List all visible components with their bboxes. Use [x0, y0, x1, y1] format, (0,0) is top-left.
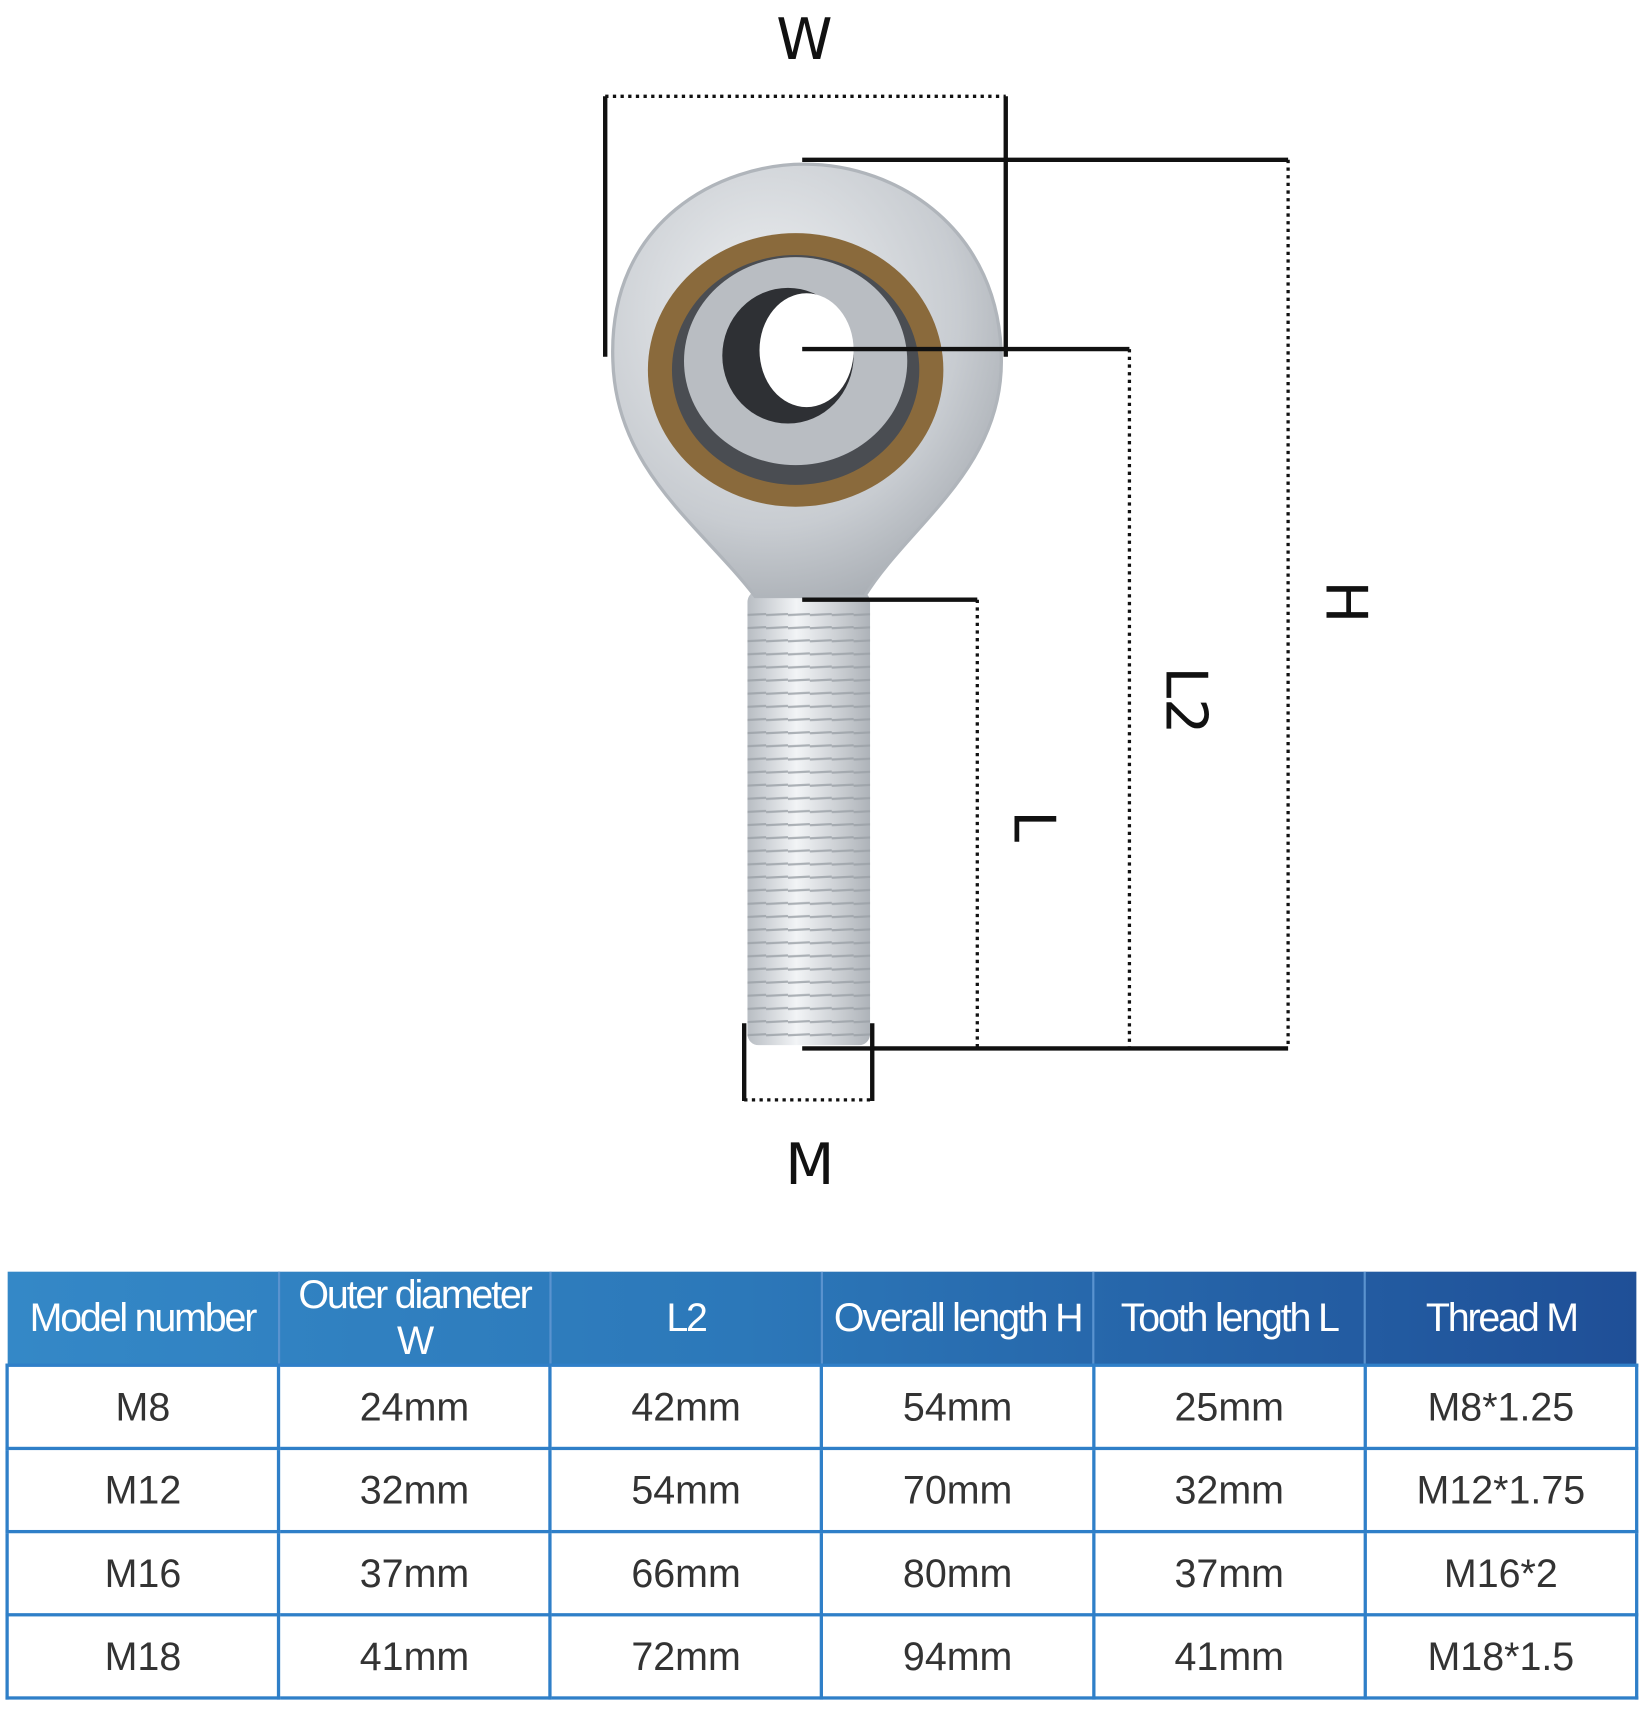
table-row: M12 32mm 54mm 70mm 32mm M12*1.75 — [5, 1446, 1639, 1534]
cell-m: M8*1.25 — [1363, 1363, 1639, 1451]
table-row: M18 41mm 72mm 94mm 41mm M18*1.5 — [5, 1613, 1639, 1700]
label-l: L — [1001, 810, 1067, 842]
specification-table: Model number Outer diameter W L2 Overall… — [5, 1271, 1639, 1700]
cell-l2: 42mm — [548, 1363, 824, 1451]
cell-l2: 72mm — [548, 1613, 824, 1700]
cell-w: 32mm — [277, 1446, 552, 1534]
header-outer-diameter: Outer diameter W — [278, 1271, 552, 1366]
cell-l: 37mm — [1091, 1529, 1367, 1617]
cell-m: M16*2 — [1363, 1529, 1639, 1617]
cell-l: 41mm — [1091, 1613, 1367, 1700]
cell-l: 25mm — [1091, 1363, 1367, 1451]
header-tooth-length: Tooth length L — [1093, 1271, 1367, 1366]
header-model-number: Model number — [7, 1271, 280, 1366]
cell-h: 80mm — [820, 1529, 1096, 1617]
label-l2: L2 — [1153, 666, 1219, 734]
header-overall-length: Overall length H — [821, 1271, 1095, 1366]
cell-m: M12*1.75 — [1363, 1446, 1639, 1534]
label-m: M — [785, 1132, 834, 1198]
cell-model: M16 — [5, 1529, 281, 1617]
table-row: M16 37mm 66mm 80mm 37mm M16*2 — [5, 1529, 1639, 1617]
header-thread: Thread M — [1425, 1294, 1579, 1340]
cell-model: M12 — [5, 1446, 281, 1534]
rod-end-bearing-image — [611, 162, 1004, 1046]
table-row: M8 24mm 42mm 54mm 25mm M8*1.25 — [5, 1363, 1639, 1451]
cell-model: M8 — [5, 1363, 281, 1451]
cell-w: 37mm — [277, 1529, 552, 1617]
cell-m: M18*1.5 — [1363, 1613, 1639, 1700]
table-header-row: Model number Outer diameter W L2 Overall… — [7, 1271, 1637, 1366]
cell-h: 54mm — [820, 1363, 1096, 1451]
cell-l2: 66mm — [548, 1529, 824, 1617]
cell-model: M18 — [5, 1613, 281, 1700]
rod-end-diagram: W M H L2 L — [603, 7, 1378, 1198]
cell-h: 94mm — [820, 1613, 1096, 1700]
dimension-lines — [603, 94, 1290, 1102]
label-h: H — [1312, 581, 1378, 624]
cell-l2: 54mm — [548, 1446, 824, 1534]
cell-w: 41mm — [277, 1613, 552, 1700]
cell-h: 70mm — [820, 1446, 1096, 1534]
label-w: W — [776, 7, 832, 73]
cell-w: 24mm — [277, 1363, 552, 1451]
header-l2: L2 — [550, 1271, 823, 1366]
cell-l: 32mm — [1091, 1446, 1367, 1534]
